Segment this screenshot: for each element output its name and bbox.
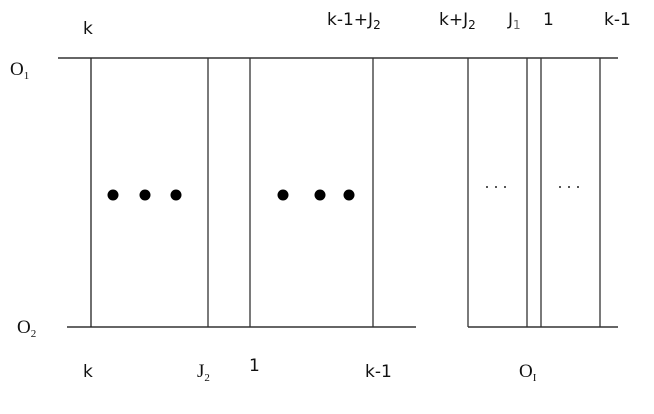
bottom-label-j2: J2 bbox=[197, 361, 210, 384]
row-label-o1-text: O bbox=[10, 59, 24, 80]
top-label-text: k-1+J bbox=[327, 10, 374, 30]
group-label-sub: I bbox=[532, 372, 537, 384]
row-label-o2-text: O bbox=[17, 317, 31, 338]
group-label-text: O bbox=[519, 361, 533, 382]
top-label-sub: 1 bbox=[513, 18, 521, 32]
top-label-sub: 2 bbox=[468, 18, 476, 32]
ellipsis-dot bbox=[139, 189, 151, 201]
ellipsis-dot bbox=[314, 189, 326, 201]
row-label-o1: O1 bbox=[10, 59, 30, 82]
small-ellipsis-dot bbox=[504, 186, 506, 188]
bottom-label-text: 1 bbox=[249, 356, 260, 376]
row-label-o2-sub: 2 bbox=[30, 328, 37, 340]
small-ellipsis-dot bbox=[495, 186, 497, 188]
bottom-label-sub: 2 bbox=[204, 372, 210, 384]
top-label-k-1: k-1 bbox=[604, 12, 631, 29]
top-label-sub: 2 bbox=[373, 18, 381, 32]
ellipsis-dot bbox=[343, 189, 355, 201]
top-label-text: k-1 bbox=[604, 10, 631, 30]
small-ellipsis-dot bbox=[559, 186, 561, 188]
row-label-o2: O2 bbox=[17, 317, 37, 340]
top-label-1: 1 bbox=[543, 12, 554, 29]
bottom-label-k-1: k-1 bbox=[365, 364, 392, 381]
small-ellipsis-dot bbox=[486, 186, 488, 188]
bottom-label-text: k-1 bbox=[365, 362, 392, 382]
top-label-j1: J1 bbox=[508, 10, 521, 32]
top-label-text: k+J bbox=[439, 10, 469, 30]
top-label-k-text: k bbox=[83, 19, 93, 39]
top-label-k-plus-j2: k+J2 bbox=[439, 10, 476, 32]
bottom-label-text: k bbox=[83, 362, 93, 382]
row-label-o1-sub: 1 bbox=[23, 70, 30, 82]
top-label-text: 1 bbox=[543, 10, 554, 30]
ellipsis-dot bbox=[170, 189, 182, 201]
ellipsis-dot bbox=[277, 189, 289, 201]
group-label-oi: OI bbox=[519, 361, 537, 384]
top-label-text: J bbox=[508, 10, 514, 30]
top-label-k-1-plus-j2: k-1+J2 bbox=[327, 10, 381, 32]
small-ellipsis-dot bbox=[568, 186, 570, 188]
bottom-label-k: k bbox=[83, 364, 93, 381]
ellipsis-dot bbox=[107, 189, 119, 201]
small-ellipsis-dot bbox=[577, 186, 579, 188]
bottom-label-text: J bbox=[197, 361, 205, 382]
bottom-label-1: 1 bbox=[249, 358, 260, 375]
top-label-k: k bbox=[83, 21, 93, 38]
